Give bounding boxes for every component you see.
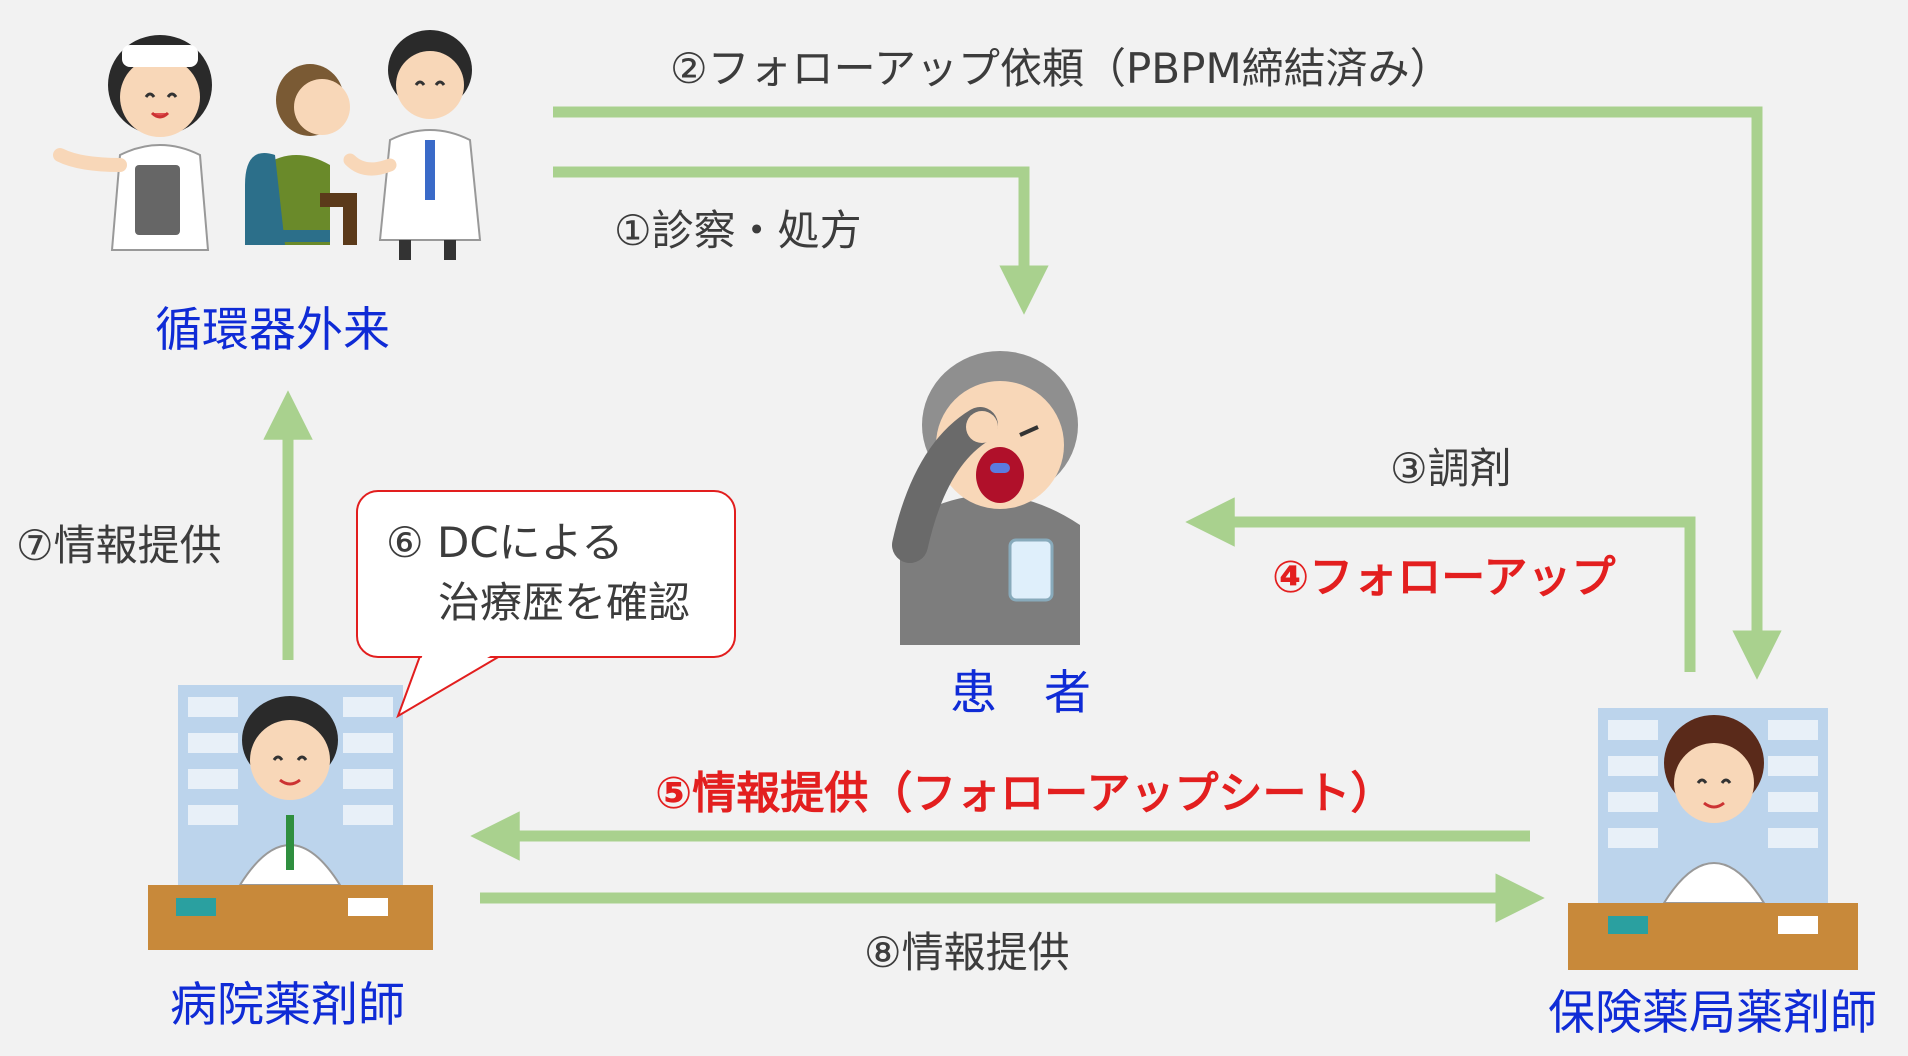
nurse-figure: [53, 35, 212, 251]
flow-label-7: ⑦情報提供: [16, 521, 222, 570]
callout-bubble: ⑥ DCによる 治療歴を確認: [356, 490, 736, 658]
flow-label-2: ②フォローアップ依頼（PBPM締結済み）: [670, 44, 1452, 93]
flow-label-5: ⑤情報提供（フォローアップシート）: [655, 768, 1395, 819]
community-pharmacist-label: 保険薬局薬剤師: [1548, 986, 1877, 1041]
community-pharmacist-illustration: [1568, 708, 1858, 970]
arrow-f1: [553, 166, 1049, 315]
doctor-figure: [343, 30, 482, 260]
flow-label-1: ①診察・処方: [614, 206, 862, 255]
flow-label-4: ④フォローアップ: [1272, 552, 1616, 603]
patient-label: 患 者: [950, 666, 1091, 721]
callout-line-1: ⑥ DCによる: [386, 518, 624, 567]
seated-patient-figure: [245, 64, 357, 245]
outpatient-label: 循環器外来: [155, 303, 390, 358]
patient-illustration: [892, 351, 1080, 645]
hospital-pharmacist-label: 病院薬剤師: [170, 978, 405, 1033]
callout-line-2: 治療歴を確認: [438, 578, 691, 627]
flow-label-3: ③調剤: [1390, 444, 1512, 493]
hospital-pharmacist-illustration: [148, 685, 433, 950]
flow-label-8: ⑧情報提供: [864, 928, 1070, 977]
arrow-f3: [1185, 497, 1696, 672]
outpatient-illustration: [53, 30, 482, 260]
arrow-f2: [553, 106, 1782, 680]
